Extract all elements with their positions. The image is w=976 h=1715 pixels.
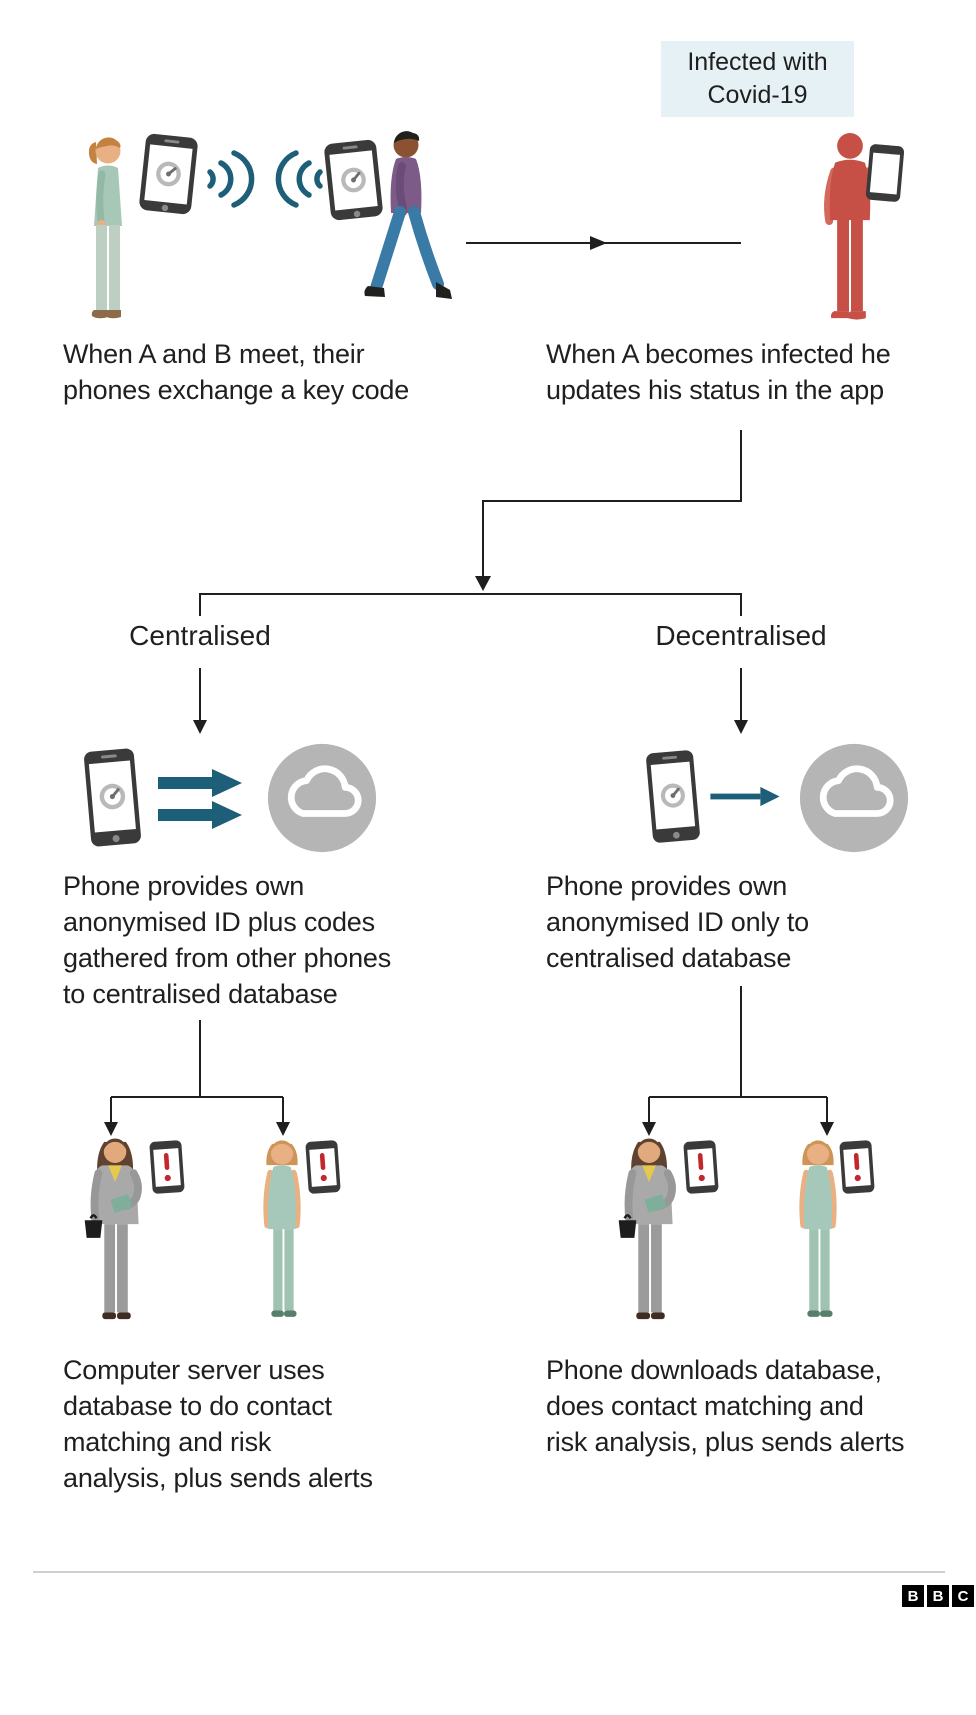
caption-line: updates his status in the app (546, 375, 884, 405)
split-centralised-to-people (110, 1020, 284, 1124)
phone-alert-icon (148, 1139, 186, 1195)
status-line: Covid-19 (707, 81, 808, 109)
phone-alert-icon (838, 1139, 876, 1195)
caption-line: anonymised ID only to (546, 907, 809, 937)
arrowhead-down-icon (276, 1122, 290, 1136)
decentralised-cloud-database-icon (798, 742, 910, 854)
arrowhead-right-icon (590, 236, 607, 250)
bbc-logo-block: B (902, 1585, 924, 1607)
caption-decentralised-result: Phone downloads database, does contact m… (546, 1352, 904, 1460)
signal-waves-left-icon (270, 146, 326, 212)
branch-label-decentralised: Decentralised (655, 620, 827, 651)
decentralised-phone-app-icon (644, 748, 702, 845)
branch-split-line (199, 593, 742, 616)
caption-line: centralised database (546, 943, 792, 973)
caption-line: to centralised database (63, 979, 338, 1009)
single-upload-arrow-icon (710, 784, 780, 809)
arrowhead-down-icon (104, 1122, 118, 1136)
arrowhead-down-icon (642, 1122, 656, 1136)
caption-line: When A and B meet, their (63, 339, 365, 369)
caption-line: anonymised ID plus codes (63, 907, 375, 937)
split-decentralised-to-people (648, 986, 828, 1124)
arrowhead-down-icon (820, 1122, 834, 1136)
caption-line: risk analysis, plus sends alerts (546, 1427, 905, 1457)
phone-alert-icon (304, 1139, 342, 1195)
person-a-figure (74, 132, 136, 328)
caption-line: phones exchange a key code (63, 375, 410, 405)
caption-line: matching and risk (63, 1427, 272, 1457)
bbc-logo-block: B (927, 1585, 949, 1607)
infected-person-phone-icon (864, 142, 907, 203)
caption-line: Phone provides own (546, 871, 788, 901)
centralised-cloud-database-icon (266, 742, 378, 854)
signal-waves-right-icon (204, 146, 260, 212)
bbc-logo-block: C (952, 1585, 974, 1607)
caption-meet: When A and B meet, their phones exchange… (63, 336, 409, 408)
centralised-phone-app-icon (82, 746, 143, 849)
arrowhead-down-icon (475, 576, 491, 591)
caption-line: does contact matching and (546, 1391, 864, 1421)
caption-line: gathered from other phones (63, 943, 392, 973)
caption-infected: When A becomes infected he updates his s… (546, 336, 891, 408)
status-line: Infected with (687, 48, 828, 76)
caption-line: Computer server uses (63, 1355, 325, 1385)
branch-label-centralised: Centralised (129, 620, 271, 651)
phone-a-app-icon (137, 131, 200, 216)
alerted-businesswoman-figure (610, 1136, 694, 1328)
caption-decentralised-upload: Phone provides own anonymised ID only to… (546, 868, 809, 976)
caption-line: Phone provides own (63, 871, 305, 901)
caption-line: database to do contact (63, 1391, 332, 1421)
connector-infected-to-branch (482, 430, 742, 578)
bbc-logo: B B C (902, 1585, 974, 1607)
arrowhead-down-icon (734, 720, 748, 734)
caption-centralised-upload: Phone provides own anonymised ID plus co… (63, 868, 391, 1012)
caption-line: Phone downloads database, (546, 1355, 882, 1385)
person-b-figure (360, 128, 456, 328)
caption-centralised-result: Computer server uses database to do cont… (63, 1352, 373, 1496)
double-upload-arrow-icon (158, 768, 242, 830)
alerted-businesswoman-figure (76, 1136, 160, 1328)
arrowhead-down-icon (193, 720, 207, 734)
infected-status-label: Infected with Covid-19 (661, 41, 854, 117)
caption-line: When A becomes infected he (546, 339, 891, 369)
phone-alert-icon (682, 1139, 720, 1195)
caption-line: analysis, plus sends alerts (63, 1463, 373, 1493)
